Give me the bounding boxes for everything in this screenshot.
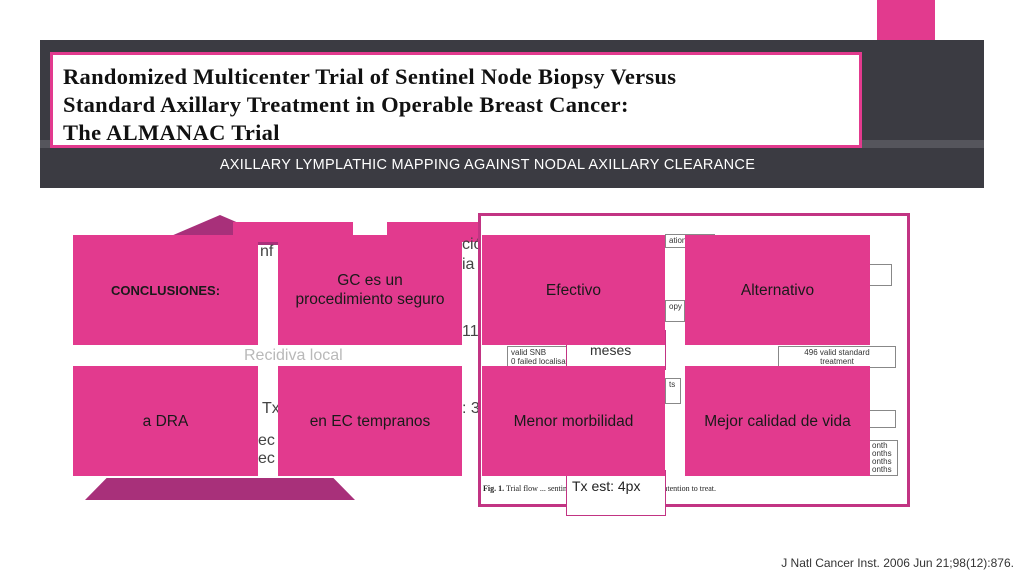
title-line-1: Randomized Multicenter Trial of Sentinel… bbox=[63, 64, 677, 89]
background-fragment: ec bbox=[258, 450, 275, 467]
background-fragment: ec bbox=[258, 432, 275, 449]
card-gc-seguro-label: GC es un procedimiento seguro bbox=[295, 272, 445, 308]
card-alternativo-label: Alternativo bbox=[740, 281, 815, 299]
figure-label: 0 failed localisation bbox=[511, 357, 579, 366]
figure-label: onths bbox=[872, 457, 892, 466]
figure-box: opy bbox=[665, 300, 685, 322]
figure-label: treatment bbox=[820, 357, 854, 366]
pyramid-base-shape bbox=[85, 478, 355, 500]
title-line-3: The ALMANAC Trial bbox=[63, 120, 280, 145]
slide-subtitle: AXILLARY LYMPLATHIC MAPPING AGAINST NODA… bbox=[219, 157, 756, 173]
card-menor-morbilidad: Menor morbilidad bbox=[482, 366, 665, 476]
figure-box: ts bbox=[665, 378, 681, 404]
background-fragment: Tx bbox=[262, 400, 280, 417]
card-ec-tempranos: en EC tempranos bbox=[278, 366, 462, 476]
background-fragment: ia bbox=[462, 256, 475, 273]
slide-title: Randomized Multicenter Trial of Sentinel… bbox=[63, 63, 849, 147]
background-fragment: ció bbox=[462, 236, 483, 253]
background-fragment: nf bbox=[260, 243, 274, 260]
tx-est-box bbox=[566, 470, 666, 516]
figure-box: onth onths onths onths bbox=[868, 440, 898, 476]
figure-caption: Fig. 1. Trial flow ... sentinel lymph no… bbox=[483, 483, 903, 494]
citation: J Natl Cancer Inst. 2006 Jun 21;98(12):8… bbox=[781, 556, 1014, 570]
card-conclusiones: CONCLUSIONES: bbox=[73, 235, 258, 345]
background-fragment: : 3 bbox=[462, 400, 480, 417]
background-fragment: Recidiva local bbox=[244, 347, 343, 364]
card-conclusiones-label: CONCLUSIONES: bbox=[110, 282, 221, 298]
card-alternativo: Alternativo bbox=[685, 235, 870, 345]
background-fragment: 11 bbox=[462, 323, 479, 340]
card-a-dra-label: a DRA bbox=[142, 412, 189, 430]
meses-label: meses bbox=[590, 342, 632, 358]
figure-label: onth bbox=[872, 441, 888, 450]
card-mejor-calidad: Mejor calidad de vida bbox=[685, 366, 870, 476]
card-mejor-calidad-label: Mejor calidad de vida bbox=[704, 412, 851, 430]
figure-label: onths bbox=[872, 449, 892, 458]
figure-box bbox=[868, 410, 896, 428]
figure-label: valid SNB bbox=[511, 348, 547, 357]
figure-caption-label: Fig. 1. bbox=[483, 484, 505, 493]
card-efectivo-label: Efectivo bbox=[545, 281, 602, 299]
card-a-dra: a DRA bbox=[73, 366, 258, 476]
title-line-2: Standard Axillary Treatment in Operable … bbox=[63, 92, 629, 117]
title-box: Randomized Multicenter Trial of Sentinel… bbox=[50, 52, 862, 148]
figure-box: 496 valid standard treatment bbox=[778, 346, 896, 368]
card-ec-tempranos-label: en EC tempranos bbox=[309, 412, 431, 430]
figure-label: onths bbox=[872, 465, 892, 474]
card-gc-seguro: GC es un procedimiento seguro bbox=[278, 235, 462, 345]
card-menor-morbilidad-label: Menor morbilidad bbox=[513, 412, 634, 430]
card-efectivo: Efectivo bbox=[482, 235, 665, 345]
figure-label: 496 valid standard bbox=[804, 348, 870, 357]
tx-est-label: Tx est: 4px bbox=[572, 478, 641, 494]
